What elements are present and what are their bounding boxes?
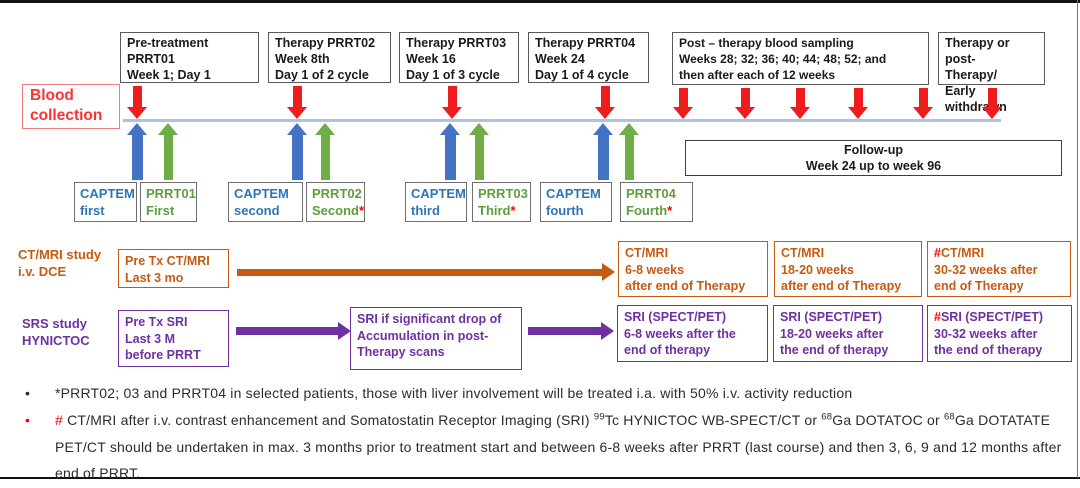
srs-study-label: SRS study HYNICTOC — [22, 316, 90, 348]
slide-top-border — [0, 0, 1080, 3]
isotope-68-superscript: 68 — [821, 411, 833, 423]
blood-collection-label: Blood collection — [22, 84, 120, 129]
box-sri-30-32-weeks: #SRI (SPECT/PET) 30-32 weeks after the e… — [927, 305, 1072, 362]
hash-marker: # — [55, 412, 68, 428]
blood-draw-arrow-icon — [287, 86, 307, 119]
box-prrt04-fourth: PRRT04 Fourth* — [620, 182, 693, 222]
footnote-hash: •# CT/MRI after i.v. contrast enhancemen… — [25, 407, 1067, 487]
box-therapy-or-post-therapy: Therapy or post- Therapy/ Early withdraw… — [938, 32, 1045, 114]
footnote-asterisk: •*PRRT02; 03 and PRRT04 in selected pati… — [25, 380, 1065, 407]
blood-draw-arrow-icon — [442, 86, 462, 119]
captem-arrow-icon — [439, 123, 461, 180]
prrt-arrow-icon — [315, 123, 335, 180]
bullet-icon: • — [25, 385, 31, 401]
box-therapy-prrt04: Therapy PRRT04 Week 24 Day 1 of 4 cycle — [528, 32, 649, 83]
reduced-activity-asterisk: * — [510, 203, 516, 218]
prrt-arrow-icon — [469, 123, 489, 180]
blood-draw-arrow-icon — [913, 88, 933, 119]
box-pretx-ctmri: Pre Tx CT/MRI Last 3 mo — [118, 249, 229, 288]
blood-draw-arrow-icon — [127, 86, 147, 119]
box-pretx-sri: Pre Tx SRI Last 3 M before PRRT — [118, 310, 229, 367]
box-prrt02-second: PRRT02 Second* — [306, 182, 365, 222]
box-sri-if-drop: SRI if significant drop of Accumulation … — [350, 307, 522, 370]
isotope-99-superscript: 99 — [593, 411, 605, 423]
blood-draw-arrow-icon — [790, 88, 810, 119]
box-ctmri-6-8-weeks: CT/MRI 6-8 weeks after end of Therapy — [618, 241, 768, 297]
captem-arrow-icon — [126, 123, 148, 180]
blood-draw-arrow-icon — [735, 88, 755, 119]
box-post-therapy-blood-sampling: Post – therapy blood sampling Weeks 28; … — [672, 32, 929, 85]
blood-draw-arrow-icon — [848, 88, 868, 119]
prrt-arrow-icon — [619, 123, 639, 180]
slide-right-border — [1077, 0, 1078, 478]
box-prrt03-third: PRRT03 Third* — [472, 182, 531, 222]
reduced-activity-asterisk: * — [667, 203, 673, 218]
ctmri-study-label: CT/MRI study i.v. DCE — [18, 247, 102, 279]
slide-bottom-border — [0, 477, 1080, 479]
reduced-activity-asterisk: * — [358, 203, 365, 218]
captem-arrow-icon — [286, 123, 308, 180]
sri-arrow-icon — [528, 322, 614, 340]
sri-arrow-icon — [236, 322, 351, 340]
blood-draw-arrow-icon — [673, 88, 693, 119]
hash-marker: # — [934, 310, 941, 324]
box-ctmri-30-32-weeks: #CT/MRI 30-32 weeks after end of Therapy — [927, 241, 1071, 297]
box-ctmri-18-20-weeks: CT/MRI 18-20 weeks after end of Therapy — [774, 241, 922, 297]
captem-arrow-icon — [592, 123, 614, 180]
box-therapy-prrt02: Therapy PRRT02 Week 8th Day 1 of 2 cycle — [268, 32, 391, 83]
isotope-68-superscript: 68 — [943, 411, 955, 423]
prrt-arrow-icon — [158, 123, 178, 180]
blood-draw-arrow-icon — [595, 86, 615, 119]
timeline-line — [123, 119, 1001, 122]
bullet-icon: • — [25, 412, 31, 428]
hash-marker: # — [934, 246, 941, 260]
box-pretreatment-prrt01: Pre-treatment PRRT01 Week 1; Day 1 — [120, 32, 259, 83]
blood-draw-arrow-icon — [982, 88, 1002, 119]
box-followup: Follow-up Week 24 up to week 96 — [685, 140, 1062, 176]
box-therapy-prrt03: Therapy PRRT03 Week 16 Day 1 of 3 cycle — [399, 32, 519, 83]
box-sri-18-20-weeks: SRI (SPECT/PET) 18-20 weeks after the en… — [773, 305, 923, 362]
ctmri-arrow-icon — [237, 263, 615, 281]
box-sri-6-8-weeks: SRI (SPECT/PET) 6-8 weeks after the end … — [617, 305, 768, 362]
